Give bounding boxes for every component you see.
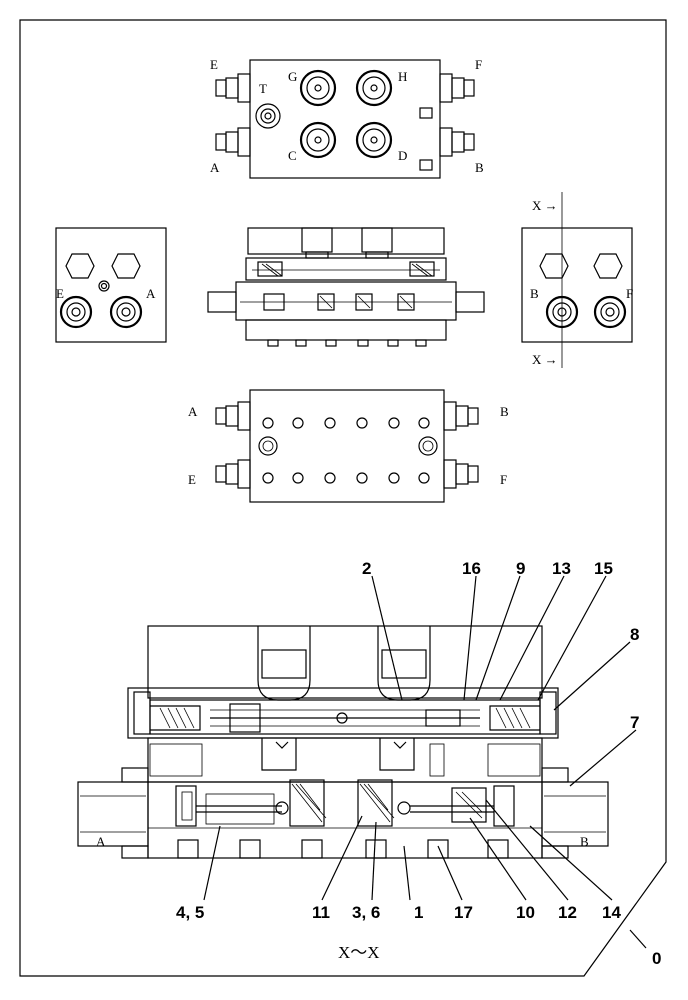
top-label-c: C	[288, 148, 297, 163]
bottom-label-f: F	[500, 472, 507, 487]
top-label-d: D	[398, 148, 407, 163]
top-label-a: A	[210, 160, 220, 175]
top-label-b: B	[475, 160, 484, 175]
top-label-f: F	[475, 57, 482, 72]
part-label-13: 13	[552, 559, 571, 578]
part-label-17: 17	[454, 903, 473, 922]
part-label-9: 9	[516, 559, 525, 578]
leader-lines	[203, 575, 637, 901]
top-view: E T G H F A C D B	[210, 57, 484, 179]
section-view: A B	[77, 625, 609, 859]
right-side-view: X → X → B F	[521, 192, 633, 368]
part-label-15: 15	[594, 559, 613, 578]
part-label-8: 8	[630, 625, 639, 644]
left-side-view: E A	[55, 227, 167, 343]
front-view	[207, 227, 485, 347]
part-label-10: 10	[516, 903, 535, 922]
bottom-view: A B E F	[188, 389, 509, 503]
top-label-h: H	[398, 69, 407, 84]
part-label-14: 14	[602, 903, 621, 922]
revision-number: 0	[652, 949, 661, 968]
drawing-frame	[19, 19, 667, 977]
part-label-12: 12	[558, 903, 577, 922]
part-label-2: 2	[362, 559, 371, 578]
left-label-a: A	[146, 286, 156, 301]
revision-leader	[629, 929, 647, 949]
right-label-f: F	[626, 286, 633, 301]
part-label-4-5: 4, 5	[176, 903, 204, 922]
right-label-b: B	[530, 286, 539, 301]
top-label-t: T	[259, 81, 267, 96]
part-label-16: 16	[462, 559, 481, 578]
bottom-label-e: E	[188, 472, 196, 487]
bottom-label-a: A	[188, 404, 198, 419]
part-label-11: 11	[312, 903, 330, 922]
part-label-3-6: 3, 6	[352, 903, 380, 922]
part-label-1: 1	[414, 903, 423, 922]
section-label-b: B	[580, 834, 589, 849]
top-label-e: E	[210, 57, 218, 72]
section-title: X～X	[338, 943, 380, 962]
left-label-e: E	[56, 286, 64, 301]
section-mark-bottom: X →	[532, 352, 558, 367]
part-label-7: 7	[630, 713, 639, 732]
section-mark-top: X →	[532, 198, 558, 213]
bottom-label-b: B	[500, 404, 509, 419]
section-label-a: A	[96, 834, 106, 849]
top-label-g: G	[288, 69, 297, 84]
